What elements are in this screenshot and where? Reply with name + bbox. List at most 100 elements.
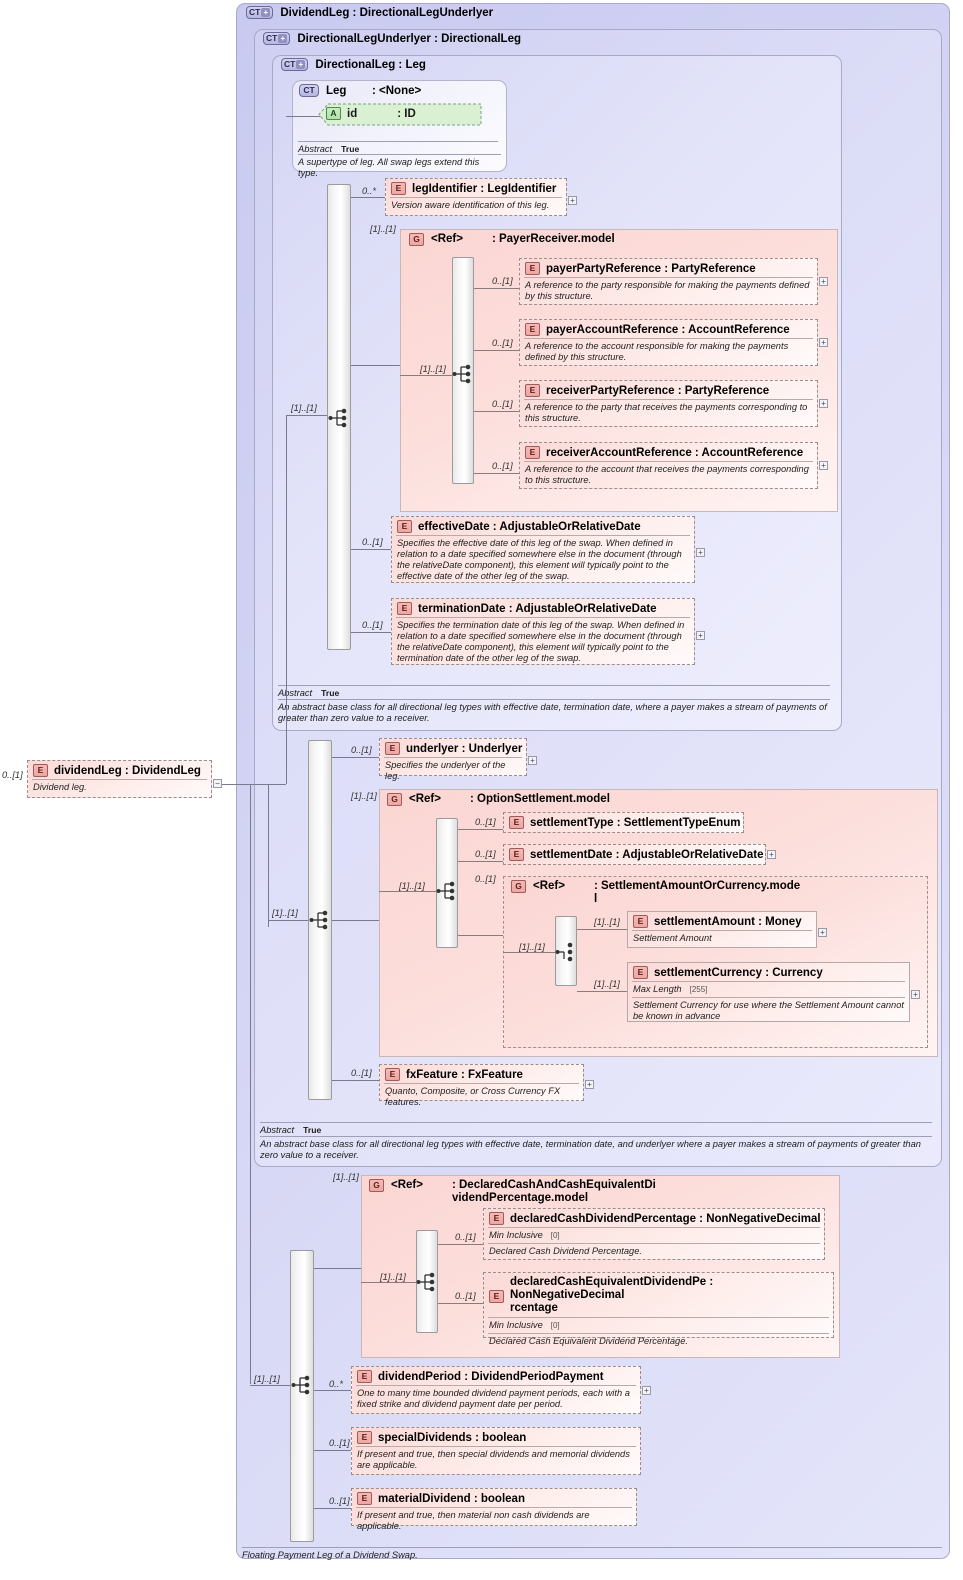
sequence-icon (452, 364, 471, 384)
diagram-footer-note: Floating Payment Leg of a Dividend Swap. (242, 1547, 942, 1561)
branch-legidentifier (351, 197, 385, 198)
element-declaredcashequivalent-facet: Min Inclusive [0] (488, 1317, 829, 1333)
group-badge-icon: G (369, 1179, 384, 1192)
expand-legidentifier-button[interactable]: + (568, 196, 577, 205)
attribute-id-name: id (347, 107, 358, 120)
dividendleg-seq-in (250, 1385, 290, 1386)
complextype-directionalleg-header: CT+ DirectionalLeg : Leg (281, 58, 426, 71)
element-badge-icon: E (633, 966, 648, 979)
sequence-icon (416, 1272, 435, 1292)
element-settlementamount[interactable]: E settlementAmount : Money Settlement Am… (627, 911, 817, 948)
collapse-dividendleg-button[interactable]: − (213, 779, 222, 788)
element-badge-icon: E (525, 323, 540, 336)
element-badge-icon: E (385, 742, 400, 755)
expand-payeraccountreference-button[interactable]: + (819, 338, 828, 347)
element-terminationdate[interactable]: E terminationDate : AdjustableOrRelative… (391, 598, 695, 665)
element-declaredcashdividendpercentage-description: Declared Cash Dividend Percentage. (488, 1243, 820, 1260)
seq-in-connector (286, 415, 327, 416)
sequence-icon (291, 1375, 310, 1395)
expand-fxfeature-button[interactable]: + (585, 1080, 594, 1089)
element-badge-icon: E (357, 1492, 372, 1505)
element-materialdividend-label: materialDividend : boolean (378, 1492, 525, 1505)
attribute-shape (318, 103, 482, 126)
group-payerreceiver-ref: <Ref> (431, 233, 463, 245)
element-settlementamount-description: Settlement Amount (632, 930, 812, 947)
branch-effectivedate (351, 549, 391, 550)
element-declaredcashdividendpercentage-title-row: E declaredCashDividendPercentage : NonNe… (484, 1209, 824, 1227)
cardinality-optionsettlement-sequence: [1]..[1] (399, 881, 425, 891)
cardinality-settlementamountorcurrency: 0..[1] (475, 874, 496, 884)
expand-settlementdate-button[interactable]: + (767, 850, 776, 859)
group-seq-in-connector (400, 375, 452, 376)
branch-specialdividends (314, 1450, 351, 1451)
element-underlyer-title-row: E underlyer : Underlyer (380, 739, 526, 757)
complextype-dividendleg-header: CT+ DividendLeg : DirectionalLegUnderlye… (246, 6, 493, 19)
facet-value: [0] (550, 1321, 560, 1330)
element-fxfeature[interactable]: E fxFeature : FxFeature Quanto, Composit… (379, 1064, 584, 1107)
branch-payerreceiver (351, 365, 400, 366)
element-badge-icon: E (33, 764, 48, 777)
expand-effectivedate-button[interactable]: + (696, 548, 705, 557)
attribute-id[interactable]: A id : ID (318, 103, 483, 127)
element-payerpartyreference[interactable]: E payerPartyReference : PartyReference A… (519, 258, 818, 305)
cardinality-terminationdate: 0..[1] (362, 620, 383, 630)
element-settlementcurrency[interactable]: E settlementCurrency : Currency Max Leng… (627, 962, 910, 1022)
element-receiveraccountreference-description: A reference to the account that receives… (524, 461, 813, 489)
expand-settlementcurrency-button[interactable]: + (911, 990, 920, 999)
element-receiveraccountreference-label: receiverAccountReference : AccountRefere… (546, 446, 804, 459)
element-payeraccountreference[interactable]: E payerAccountReference : AccountReferen… (519, 319, 818, 366)
branch-settlementtype (458, 829, 503, 830)
element-legidentifier[interactable]: E legIdentifier : LegIdentifier Version … (385, 178, 567, 216)
element-payeraccountreference-description: A reference to the account responsible f… (524, 338, 813, 366)
element-receiveraccountreference[interactable]: E receiverAccountReference : AccountRefe… (519, 442, 818, 489)
group-settlementamountorcurrency-type-line1: : SettlementAmountOrCurrency.mode (593, 880, 801, 892)
attribute-badge-icon: A (326, 107, 341, 120)
expand-underlyer-button[interactable]: + (528, 756, 537, 765)
element-dividendperiod[interactable]: E dividendPeriod : DividendPeriodPayment… (351, 1366, 641, 1414)
cardinality-dividendleg: 0..[1] (2, 770, 23, 780)
spine-body-branch (250, 784, 268, 785)
attribute-connector (286, 116, 321, 117)
expand-dividendperiod-button[interactable]: + (642, 1386, 651, 1395)
cardinality-optionsettlement-group: [1]..[1] (351, 791, 377, 801)
expand-terminationdate-button[interactable]: + (696, 631, 705, 640)
element-underlyer[interactable]: E underlyer : Underlyer Specifies the un… (379, 738, 527, 781)
group-declaredcash-type-line2: videndPercentage.model (451, 1192, 589, 1204)
element-payeraccountreference-label: payerAccountReference : AccountReference (546, 323, 790, 336)
element-badge-icon: E (525, 384, 540, 397)
complextype-directionallegunderlyer-label: DirectionalLegUnderlyer : DirectionalLeg (297, 32, 522, 45)
spine-inner-branch (268, 784, 286, 785)
choice-seq-in (503, 952, 555, 953)
element-badge-icon: E (357, 1431, 372, 1444)
expand-receiverpartyreference-button[interactable]: + (819, 399, 828, 408)
dlu-description: An abstract base class for all direction… (260, 1136, 932, 1161)
expand-payerpartyreference-button[interactable]: + (819, 277, 828, 286)
expand-receiveraccountreference-button[interactable]: + (819, 461, 828, 470)
cardinality-declaredcash-sequence: [1]..[1] (380, 1272, 406, 1282)
element-effectivedate[interactable]: E effectiveDate : AdjustableOrRelativeDa… (391, 516, 695, 583)
cardinality-settlementamount: [1]..[1] (594, 917, 620, 927)
element-declaredcashdividendpercentage-facet: Min Inclusive [0] (488, 1227, 820, 1243)
branch-fxfeature (332, 1080, 379, 1081)
cardinality-settlementtype: 0..[1] (475, 817, 496, 827)
element-settlementtype[interactable]: E settlementType : SettlementTypeEnum (503, 812, 744, 833)
spine-body (250, 784, 251, 1384)
element-declaredcashequivalentdividendpercentage[interactable]: E declaredCashEquivalentDividendPe : Non… (483, 1272, 834, 1346)
element-badge-icon: E (397, 520, 412, 533)
element-settlementdate-title-row: E settlementDate : AdjustableOrRelativeD… (504, 845, 765, 863)
cardinality-receiverpartyreference: 0..[1] (492, 399, 513, 409)
element-receiverpartyreference[interactable]: E receiverPartyReference : PartyReferenc… (519, 380, 818, 427)
branch-receiveraccountreference (474, 473, 519, 474)
element-declaredcashdividendpercentage[interactable]: E declaredCashDividendPercentage : NonNe… (483, 1208, 825, 1260)
element-settlementdate[interactable]: E settlementDate : AdjustableOrRelativeD… (503, 844, 766, 865)
expand-settlementamount-button[interactable]: + (818, 928, 827, 937)
ct-badge-icon: CT+ (246, 6, 274, 19)
cardinality-fxfeature: 0..[1] (351, 1068, 372, 1078)
cardinality-settlementdate: 0..[1] (475, 849, 496, 859)
element-materialdividend[interactable]: E materialDividend : boolean If present … (351, 1488, 637, 1531)
element-fxfeature-label: fxFeature : FxFeature (406, 1068, 523, 1081)
element-specialdividends[interactable]: E specialDividends : boolean If present … (351, 1427, 641, 1475)
element-settlementamount-label: settlementAmount : Money (654, 915, 802, 928)
element-dividendleg[interactable]: E dividendLeg : DividendLeg Dividend leg… (27, 760, 212, 798)
